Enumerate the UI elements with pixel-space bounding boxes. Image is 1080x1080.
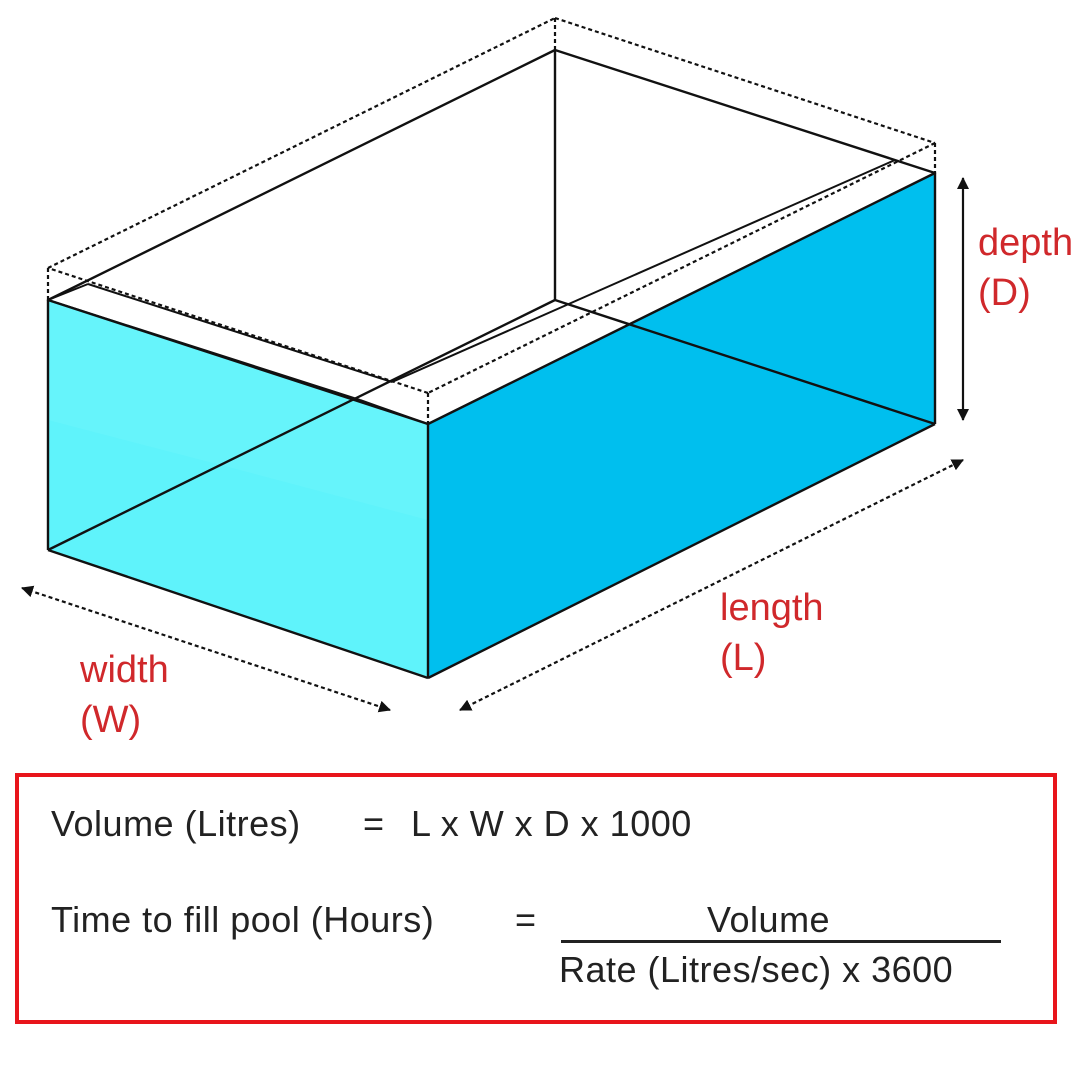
time-numerator: Volume: [707, 899, 831, 940]
water-front-face: [428, 173, 935, 678]
width-arrow: [21, 585, 391, 713]
pool-diagram: [21, 16, 969, 713]
time-equals: =: [515, 899, 537, 940]
volume-equals: =: [363, 803, 385, 844]
fraction-bar: [561, 940, 1001, 943]
length-arrow: [459, 459, 964, 711]
length-symbol: (L): [720, 637, 767, 679]
pool-rim: [47, 159, 896, 425]
formula-box: Volume (Litres) = L x W x D x 1000 Time …: [15, 773, 1057, 1024]
time-denominator: Rate (Litres/sec) x 3600: [559, 949, 954, 990]
width-label: width (W): [80, 645, 169, 745]
width-symbol: (W): [80, 699, 142, 741]
length-label: length (L): [720, 583, 824, 683]
depth-word: depth: [978, 222, 1074, 264]
water-side-face: [48, 300, 428, 678]
time-lhs: Time to fill pool (Hours): [51, 899, 435, 940]
water-side-shading: [48, 300, 428, 520]
depth-label: depth (D): [978, 218, 1073, 318]
width-word: width: [80, 649, 169, 691]
length-word: length: [720, 587, 824, 629]
depth-symbol: (D): [978, 272, 1031, 314]
volume-lhs: Volume (Litres): [51, 803, 301, 844]
volume-rhs: L x W x D x 1000: [411, 803, 692, 844]
